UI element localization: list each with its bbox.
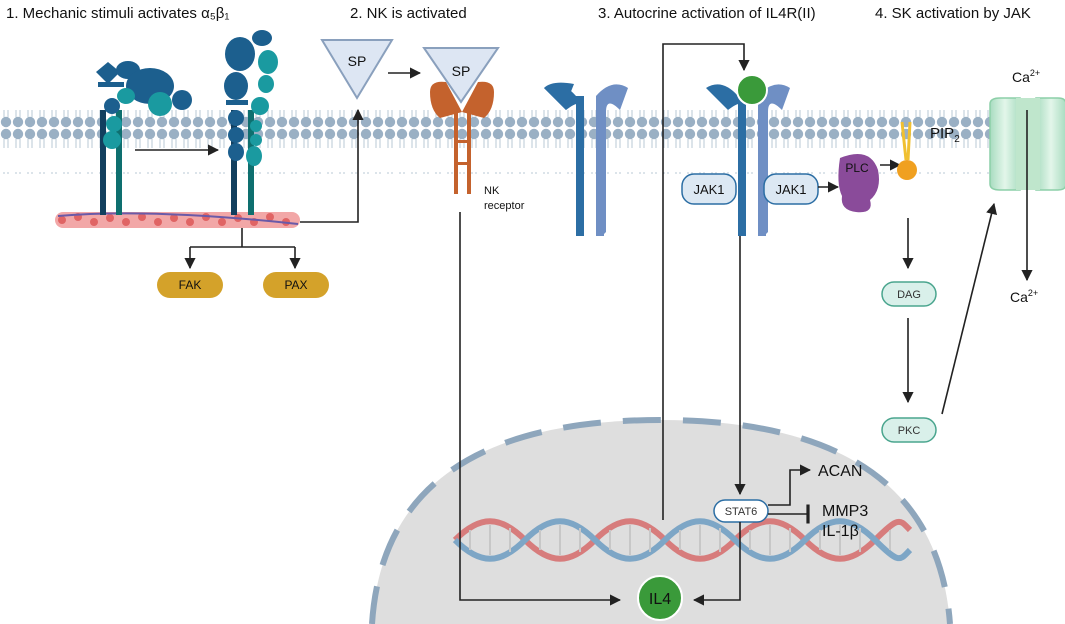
ca-label-top-main: Ca — [1012, 69, 1030, 85]
step3-title: 3. Autocrine activation of IL4R(II) — [598, 5, 816, 22]
arrow-pkc-to-channel — [941, 202, 998, 415]
ca-label-top-superscript: 2+ — [1030, 68, 1040, 78]
ca-label-bottom-superscript: 2+ — [1028, 288, 1038, 298]
dag-badge: DAG — [881, 281, 937, 307]
step1-title: 1. Mechanic stimuli activates α₅β₁ — [6, 5, 229, 22]
pip2-label-main: PIP — [930, 125, 954, 142]
calcium-channel — [989, 97, 1065, 191]
arrow-stat6-to-acan — [768, 464, 812, 506]
pax-label: PAX — [284, 278, 307, 292]
il1b-label: IL-1β — [822, 523, 859, 540]
jak1-label-left: JAK1 — [693, 182, 724, 197]
jak1-badge-left: JAK1 — [681, 173, 737, 205]
nk-receptor-label-line2: receptor — [484, 200, 525, 212]
step4-title: 4. SK activation by JAK — [875, 5, 1031, 22]
extracellular-matrix-fiber — [55, 212, 300, 228]
fak-badge: FAK — [157, 272, 223, 298]
stat6-label: STAT6 — [725, 506, 758, 518]
substance-p-bound: SP — [422, 47, 500, 104]
pip2-label-subscript: 2 — [954, 134, 960, 145]
pip2-lipid — [897, 121, 917, 180]
pkc-badge: PKC — [881, 417, 937, 443]
integrin-inactive — [96, 61, 192, 215]
arrow-to-sp — [300, 108, 364, 223]
dna-helix — [452, 518, 913, 562]
pax-badge: PAX — [263, 272, 329, 298]
fak-pax-branch — [184, 228, 301, 270]
nk-receptor — [430, 81, 494, 194]
dag-label: DAG — [897, 289, 921, 301]
ca-label-bottom-main: Ca — [1010, 289, 1028, 305]
il4r-unbound — [544, 82, 628, 236]
integrin-activated — [224, 30, 278, 215]
stat6-badge: STAT6 — [713, 499, 769, 523]
arrow-stat6-to-il4 — [692, 522, 741, 606]
plc-enzyme: PLC — [838, 154, 879, 213]
arrow-nk-to-il4 — [459, 212, 622, 606]
jak1-badge-right: JAK1 — [763, 173, 819, 205]
ca-label-top: Ca2+ — [1012, 68, 1040, 85]
ca-label-bottom: Ca2+ — [1010, 288, 1038, 305]
plc-label: PLC — [845, 161, 869, 175]
mmp3-label: MMP3 — [822, 503, 868, 520]
cell-membrane — [0, 110, 1065, 174]
fak-label: FAK — [179, 278, 202, 292]
il4-label: IL4 — [649, 591, 671, 608]
sp-label-free: SP — [348, 53, 367, 69]
substance-p-free: SP — [320, 39, 394, 100]
pip2-label: PIP2 — [930, 125, 960, 145]
step2-title: 2. NK is activated — [350, 5, 467, 22]
jak1-label-right: JAK1 — [775, 182, 806, 197]
arrow-il4-autocrine — [662, 43, 750, 520]
nk-receptor-label-line1: NK — [484, 185, 500, 197]
pkc-label: PKC — [898, 425, 921, 437]
il4-molecule: IL4 — [637, 575, 683, 621]
sp-label-bound: SP — [452, 63, 471, 79]
acan-label: ACAN — [818, 463, 862, 480]
